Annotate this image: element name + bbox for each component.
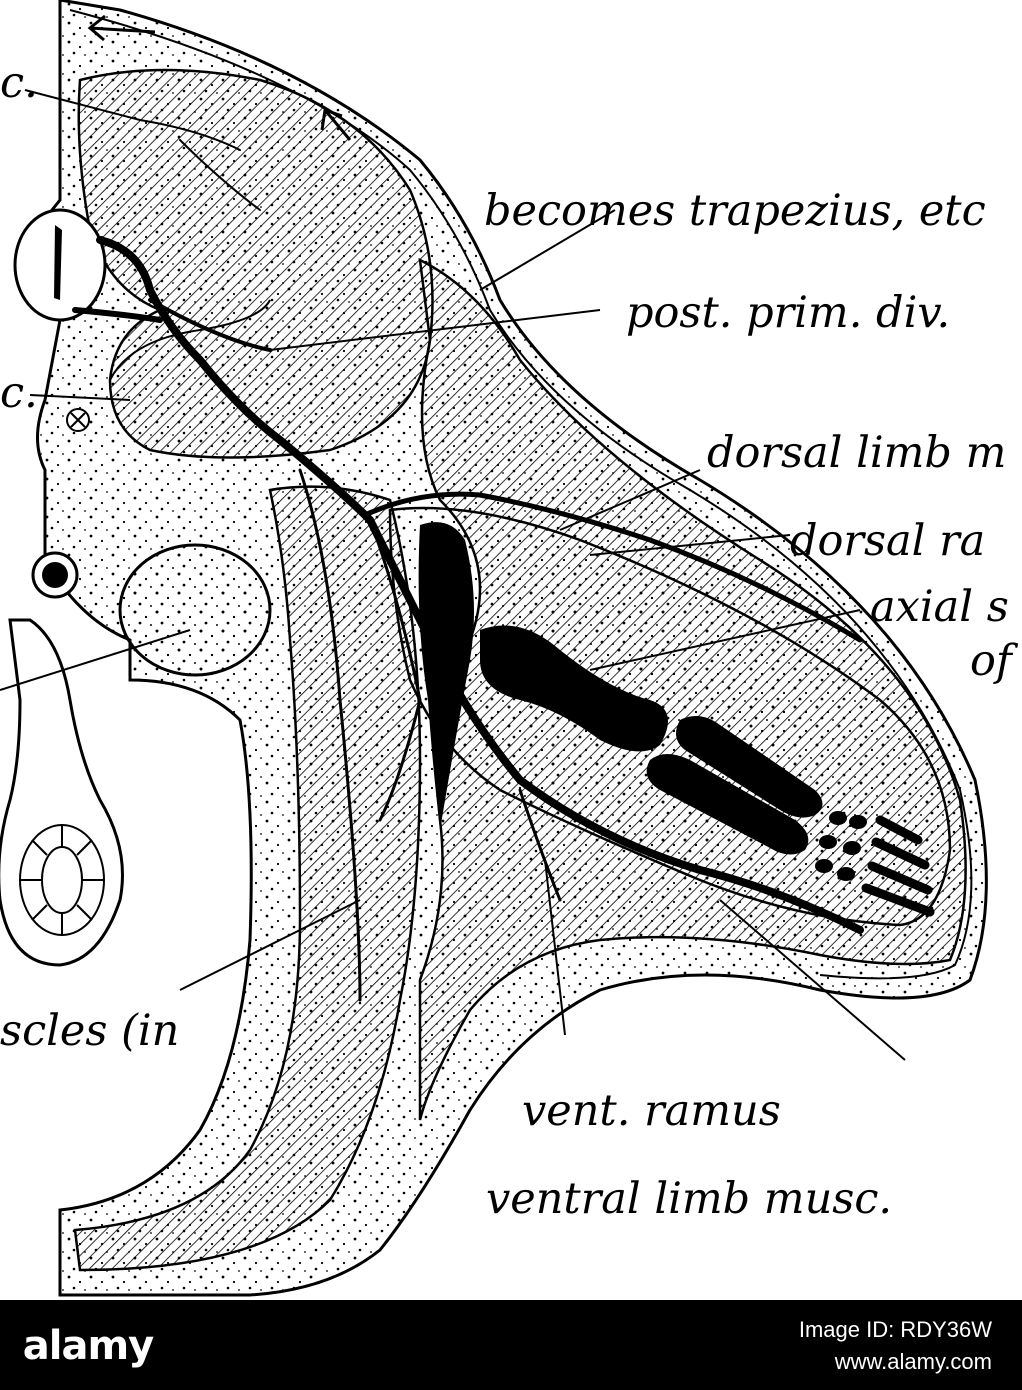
label-musc-c-mid: c. xyxy=(0,368,38,418)
notochord xyxy=(31,551,79,599)
digits xyxy=(861,815,935,917)
label-musc-c-top: c. xyxy=(0,58,38,108)
carpals xyxy=(815,811,867,881)
leader-lines xyxy=(0,89,906,1061)
footer-info: Image ID: RDY36W www.alamy.com xyxy=(799,1314,992,1378)
label-post-prim-div: post. prim. div. xyxy=(626,288,951,338)
arrow-marks xyxy=(87,14,352,141)
image-id: Image ID: RDY36W xyxy=(798,1317,992,1342)
label-ventral-limb: ventral limb musc. xyxy=(486,1174,893,1224)
gut-tube xyxy=(0,618,124,967)
label-dorsal-limb: dorsal limb m xyxy=(707,428,1007,478)
small-vessel xyxy=(66,408,90,432)
ulna xyxy=(646,754,809,855)
diagram-drawing xyxy=(0,0,988,1297)
label-dorsal-ramus: dorsal ra xyxy=(790,516,986,566)
humerus xyxy=(480,625,668,752)
label-muscles-in: scles (in xyxy=(0,1006,180,1056)
logo-text: alamy xyxy=(22,1323,154,1369)
label-axial-of: of xyxy=(970,636,1012,686)
spinal-cord xyxy=(13,208,107,322)
spinal-nerve xyxy=(72,119,864,1002)
site-url: www.alamy.com xyxy=(834,1349,992,1374)
anatomical-diagram: c. becomes trapezius, etc post. prim. di… xyxy=(0,0,1012,1297)
label-axial: axial s xyxy=(870,582,1009,632)
mesonephros xyxy=(118,543,272,677)
alamy-logo: alamy xyxy=(18,1320,158,1372)
watermark-footer: alamy Image ID: RDY36W www.alamy.com xyxy=(0,1300,1022,1390)
label-vent-ramus: vent. ramus xyxy=(522,1086,781,1136)
label-trapezius: becomes trapezius, etc xyxy=(484,186,986,236)
radius xyxy=(676,716,823,818)
